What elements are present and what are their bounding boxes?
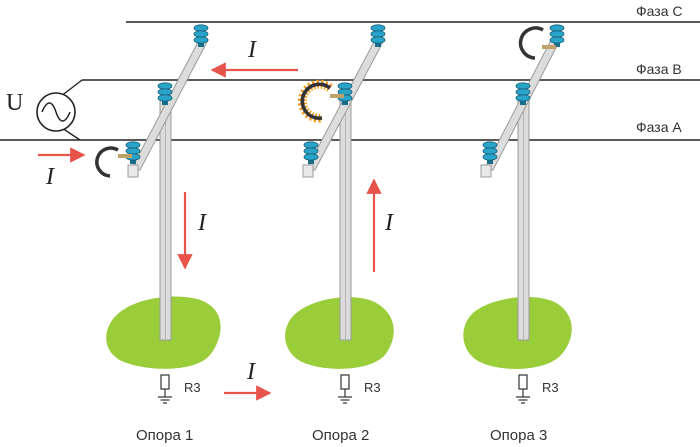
current-label: I <box>247 37 257 63</box>
resistor-label: R3 <box>184 380 201 395</box>
ac-source-icon <box>36 92 76 132</box>
fault-arc-icon <box>518 26 544 60</box>
pole-label-3: Опора 3 <box>490 427 547 444</box>
fault-arc-icon <box>300 82 332 120</box>
pole-label-2: Опора 2 <box>312 427 369 444</box>
ground-resistor-icon <box>337 374 353 404</box>
pole-label-1: Опора 1 <box>136 427 193 444</box>
fault-arc-icon <box>95 146 119 178</box>
resistor-label: R3 <box>364 380 381 395</box>
current-label: I <box>384 210 394 236</box>
phase-a-label: Фаза А <box>636 119 682 135</box>
current-label: I <box>246 359 256 385</box>
source-label: U <box>6 90 23 116</box>
pole-1 <box>95 24 209 341</box>
phase-b-label: Фаза В <box>636 61 682 77</box>
phase-c-label: Фаза С <box>636 3 682 19</box>
pole-3 <box>480 24 565 341</box>
pole-2 <box>297 24 386 341</box>
ground-resistor-icon <box>157 374 173 404</box>
current-label: I <box>197 210 207 236</box>
ground-patch-2 <box>285 297 394 369</box>
current-label: I <box>45 164 55 190</box>
resistor-label: R3 <box>542 380 559 395</box>
ground-resistor-icon <box>515 374 531 404</box>
